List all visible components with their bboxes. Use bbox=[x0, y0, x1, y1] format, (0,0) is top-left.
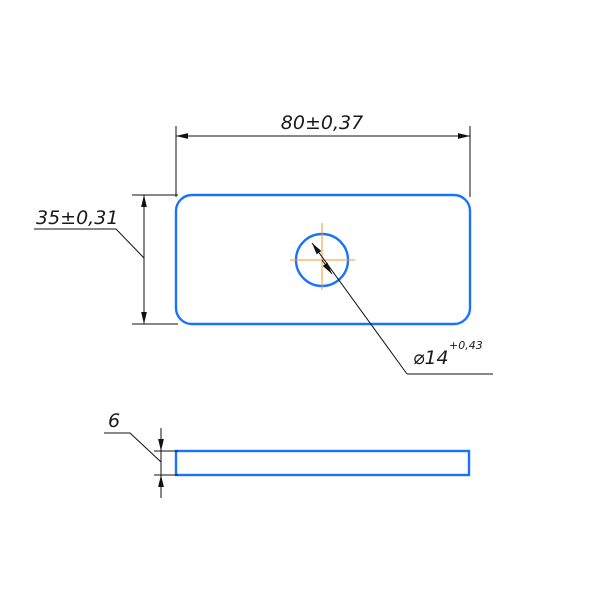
plate-side-outline bbox=[174, 449, 471, 477]
center-mark bbox=[290, 223, 355, 290]
length-dimension-label: 80±0,37 bbox=[281, 112, 363, 134]
hole-diameter-dimension: ⌀14 +0,43 bbox=[311, 242, 493, 375]
top-view: 80±0,37 35±0,31 ⌀14 +0,43 bbox=[34, 112, 493, 375]
width-dimension-label: 35±0,31 bbox=[36, 207, 118, 229]
length-dimension: 80±0,37 bbox=[175, 112, 471, 197]
plate-outline bbox=[174, 193, 472, 326]
side-view: 6 bbox=[104, 410, 471, 498]
thickness-dimension: 6 bbox=[104, 410, 178, 498]
hole-tolerance-label: +0,43 bbox=[449, 339, 483, 352]
width-dimension: 35±0,31 bbox=[34, 194, 178, 325]
hole-diameter-label: ⌀14 bbox=[413, 347, 449, 369]
thickness-label: 6 bbox=[108, 410, 120, 432]
